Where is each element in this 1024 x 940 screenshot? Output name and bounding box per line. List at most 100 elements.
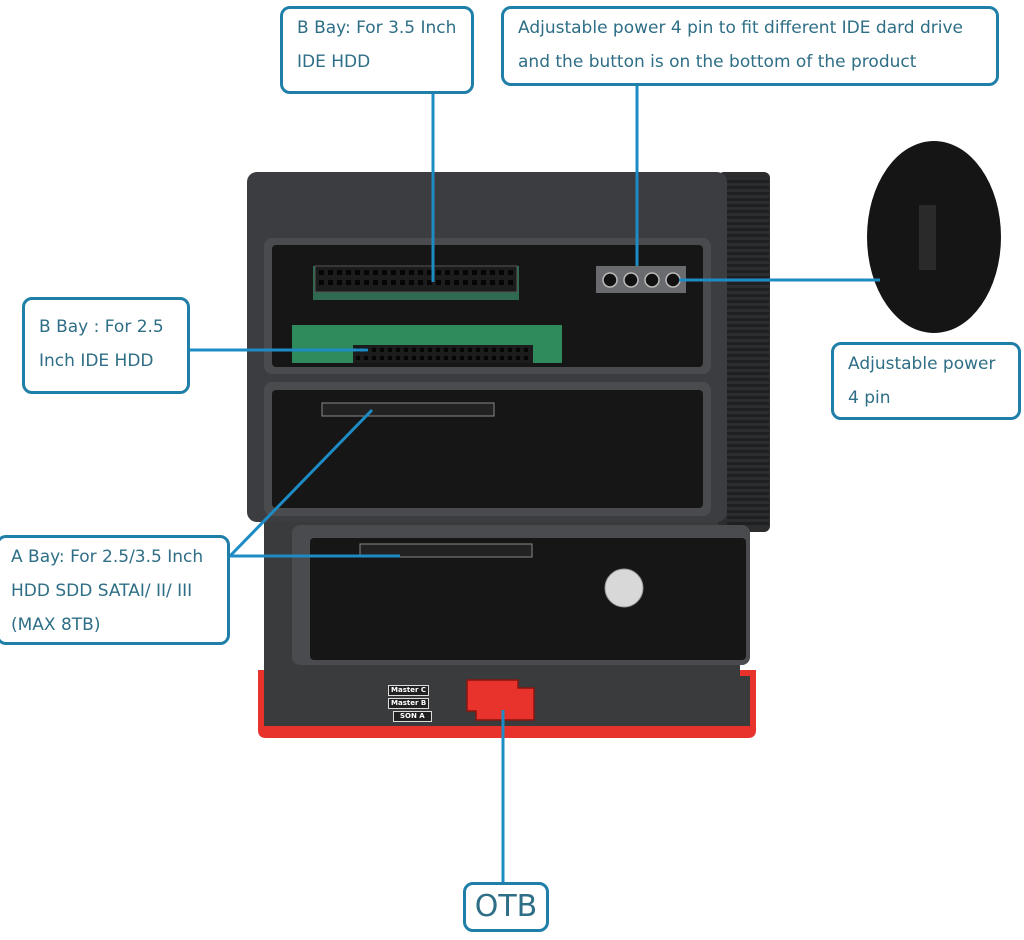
molex-pin-hole	[602, 272, 618, 288]
ide-pin-hole	[380, 348, 384, 352]
rib	[727, 486, 769, 489]
rib	[727, 462, 769, 465]
rib	[727, 186, 769, 189]
rib	[727, 456, 769, 459]
ribs	[727, 180, 769, 525]
ide-pin-hole	[444, 348, 448, 352]
ide-pin-hole	[337, 280, 342, 285]
rib	[727, 414, 769, 417]
ide-pin-hole	[391, 280, 396, 285]
rib	[727, 498, 769, 501]
ide-pin-hole	[463, 270, 468, 275]
ide-pin-hole	[481, 270, 486, 275]
ide-pin-hole	[346, 270, 351, 275]
ide-pin-hole	[412, 356, 416, 360]
switch-label-son-a: SON A	[393, 711, 432, 722]
ide-pin-hole	[436, 356, 440, 360]
rib	[727, 468, 769, 471]
ide-pin-hole	[319, 270, 324, 275]
callout-text: (MAX 8TB)	[11, 615, 101, 635]
ide-pin-hole	[468, 356, 472, 360]
rib	[727, 270, 769, 273]
callout-a-bay: A Bay: For 2.5/3.5 Inch HDD SDD SATAI/ I…	[0, 535, 230, 645]
ide-pin-hole	[481, 280, 486, 285]
ide-pin-hole	[400, 270, 405, 275]
rib	[727, 336, 769, 339]
ide-pin-hole	[508, 270, 513, 275]
rib	[727, 492, 769, 495]
ide-pin-hole	[484, 348, 488, 352]
rib	[727, 210, 769, 213]
rib	[727, 360, 769, 363]
rib	[727, 300, 769, 303]
ide-pin-hole	[460, 356, 464, 360]
sata-connector-bottom	[359, 543, 533, 558]
callout-text: A Bay: For 2.5/3.5 Inch	[11, 547, 204, 567]
leader-a-bay-middle	[228, 408, 374, 558]
ide-pin-hole	[484, 356, 488, 360]
ide-pin-hole	[460, 348, 464, 352]
ide-pin-hole	[508, 280, 513, 285]
ide-pin-hole	[328, 270, 333, 275]
ide-pin-hole	[396, 348, 400, 352]
ide-pin-hole	[396, 356, 400, 360]
rib	[727, 420, 769, 423]
rib	[727, 348, 769, 351]
rib	[727, 246, 769, 249]
ide-pin-hole	[445, 280, 450, 285]
ide-pin-hole	[418, 280, 423, 285]
ide-pin-hole	[454, 280, 459, 285]
rib	[727, 294, 769, 297]
ide-pin-hole	[346, 280, 351, 285]
ide-pin-hole	[380, 356, 384, 360]
ide-pin-hole	[337, 270, 342, 275]
rib	[727, 354, 769, 357]
ide-pin-hole	[319, 280, 324, 285]
ide-pin-hole	[428, 356, 432, 360]
ide-pin-hole	[355, 270, 360, 275]
callout-otb: OTB	[463, 882, 549, 932]
ide-pin-hole	[476, 356, 480, 360]
rib	[727, 516, 769, 519]
otb-switch[interactable]	[466, 679, 535, 721]
rib	[727, 228, 769, 231]
molex-pin-hole	[665, 272, 681, 288]
ide-pin-hole	[472, 280, 477, 285]
molex-pin-hole	[623, 272, 639, 288]
rib	[727, 240, 769, 243]
ide-pin-hole	[524, 348, 528, 352]
callout-text: 4 pin	[848, 388, 891, 408]
ide-pin-hole	[409, 270, 414, 275]
rib	[727, 396, 769, 399]
ide-pin-hole	[508, 356, 512, 360]
rib	[727, 180, 769, 183]
ide-pin-hole	[356, 356, 360, 360]
ide-pin-hole	[428, 348, 432, 352]
ide-pin-hole	[364, 270, 369, 275]
ide-pin-hole	[444, 356, 448, 360]
ide-pin-hole	[500, 348, 504, 352]
ide-pin-hole	[472, 270, 477, 275]
rib	[727, 258, 769, 261]
rib	[727, 474, 769, 477]
ide-pin-hole	[420, 356, 424, 360]
ide-pin-hole	[412, 348, 416, 352]
rib	[727, 450, 769, 453]
ide-pin-hole	[492, 348, 496, 352]
ide-pin-hole	[364, 280, 369, 285]
ide-pin-hole	[400, 280, 405, 285]
molex-pin-hole	[644, 272, 660, 288]
ide-pin-hole	[372, 356, 376, 360]
rib	[727, 276, 769, 279]
rib	[727, 192, 769, 195]
rib	[727, 198, 769, 201]
rib	[727, 384, 769, 387]
sata-connector-middle	[321, 402, 495, 417]
middle-bay	[272, 390, 703, 508]
callout-text: HDD SDD SATAI/ II/ III	[11, 581, 193, 601]
rib	[727, 426, 769, 429]
ide-pin-hole	[420, 348, 424, 352]
callout-text: and the button is on the bottom of the p…	[518, 52, 917, 72]
rib	[727, 480, 769, 483]
ide-pin-hole	[516, 348, 520, 352]
